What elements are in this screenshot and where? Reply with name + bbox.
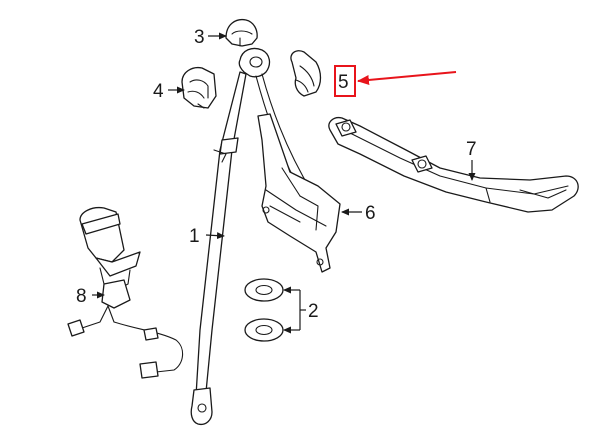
part-2-washers [244,278,284,342]
part-4-adjuster-cover [181,66,217,109]
callout-5: 5 [338,72,349,93]
callout-4: 4 [153,81,164,102]
highlight-callout-5 [334,65,457,97]
leader-1 [205,232,225,240]
part-3-cap-cover [225,18,258,47]
part-7-anchor-bar [328,116,579,213]
callout-8: 8 [76,286,87,307]
callout-3: 3 [194,27,205,48]
callout-7: 7 [466,139,477,160]
leader-lines [92,32,476,334]
highlight-arrow [357,71,457,85]
callout-1: 1 [189,226,200,247]
part-8-buckle-harness [67,206,184,379]
highlight-box [334,65,356,97]
callout-2: 2 [308,301,319,322]
part-5-trim-cover [290,50,322,97]
callout-numbers: 3 4 1 6 7 8 2 5 [76,27,477,322]
part-6-retractor [257,113,341,273]
callout-6: 6 [365,203,376,224]
